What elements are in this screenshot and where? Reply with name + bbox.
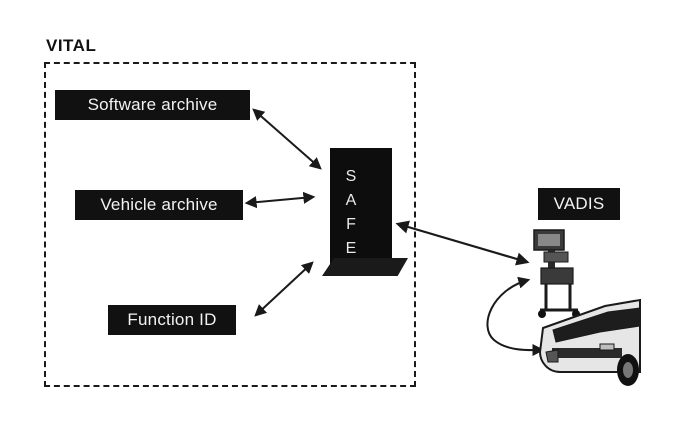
car-icon — [538, 298, 641, 386]
function-id-node: Function ID — [108, 305, 236, 335]
connector-safe-vadis — [395, 220, 530, 266]
diagnostic-cart-icon — [533, 229, 580, 318]
group-title: VITAL — [46, 36, 97, 55]
safe-letter: A — [345, 192, 357, 209]
safe-letter: F — [346, 216, 356, 233]
connector-function-safe — [254, 261, 314, 317]
connector-vadis-car — [486, 276, 545, 357]
connector-vehicle-safe — [244, 191, 316, 209]
safe-letter: S — [345, 168, 357, 185]
vehicle-archive-node: Vehicle archive — [75, 190, 243, 220]
safe-letter: E — [345, 240, 357, 257]
safe-label: S A F E — [332, 165, 370, 261]
safe-server-base — [322, 258, 408, 276]
software-archive-node: Software archive — [55, 90, 250, 120]
connector-software-safe — [252, 108, 322, 170]
vadis-node: VADIS — [538, 188, 620, 220]
safe-server-icon — [330, 148, 392, 272]
